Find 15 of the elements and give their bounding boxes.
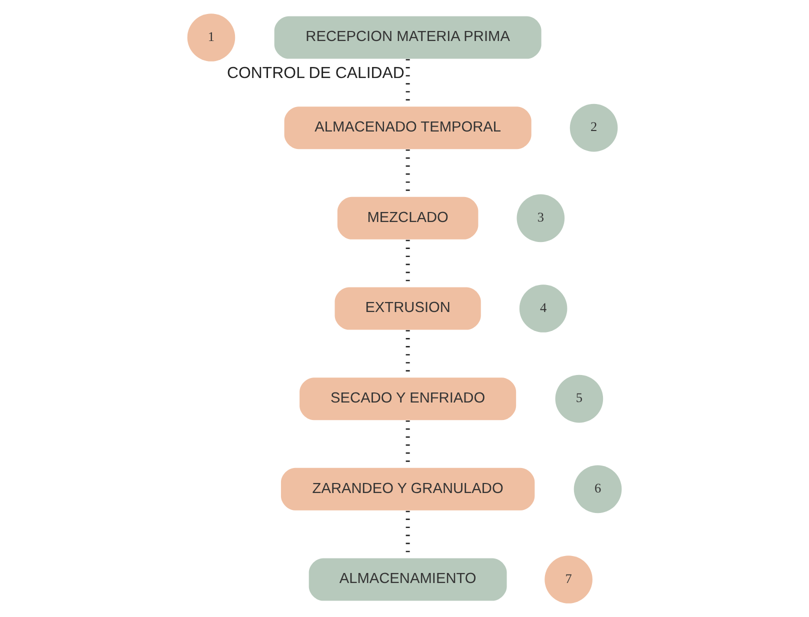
edge-label: CONTROL DE CALIDAD (227, 65, 404, 82)
node-box: ALMACENADO TEMPORAL (284, 106, 532, 150)
node-circle: 3 (516, 194, 565, 242)
node-box: MEZCLADO (337, 196, 478, 240)
node-circle: 4 (519, 284, 568, 332)
node-circle: 1 (187, 14, 236, 62)
node-circle: 7 (544, 556, 592, 604)
node-circle: 6 (574, 465, 622, 514)
node-box: ZARANDEO Y GRANULADO (280, 468, 535, 510)
node-circle: 2 (570, 104, 618, 152)
node-circle: 5 (555, 374, 604, 423)
node-box: SECADO Y ENFRIADO (300, 378, 516, 420)
node-box: RECEPCION MATERIA PRIMA (274, 16, 542, 59)
node-box: ALMACENAMIENTO (308, 558, 507, 601)
node-box: EXTRUSION (334, 287, 481, 330)
